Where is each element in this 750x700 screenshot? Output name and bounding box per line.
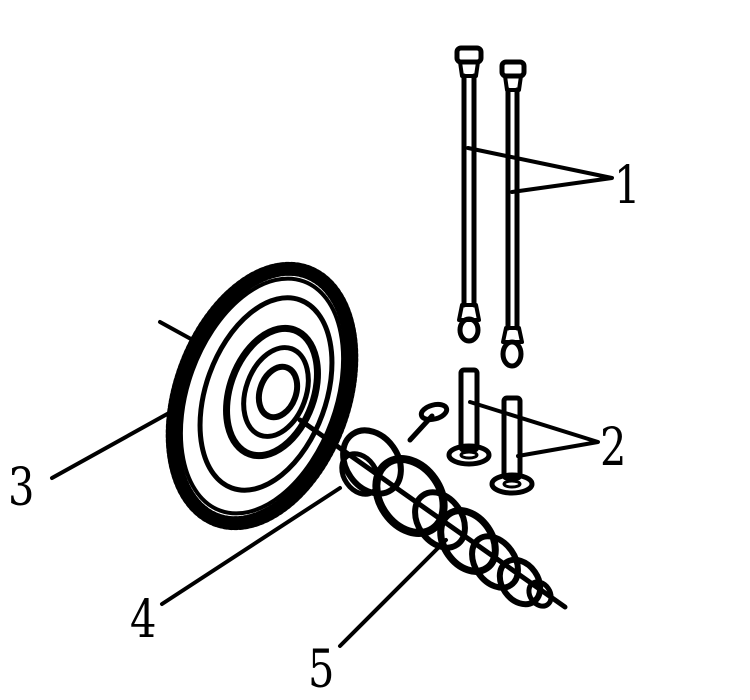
camshaft-gear: [165, 261, 359, 531]
push-rods: [454, 45, 527, 369]
leader-1: [466, 146, 614, 194]
push-rod-right: [499, 59, 527, 369]
leader-3-top: [158, 320, 202, 346]
callout-4-label: 4: [130, 590, 157, 650]
woodruff-key: [407, 401, 450, 443]
callout-2-label: 2: [600, 418, 627, 478]
leader-2: [468, 400, 600, 458]
tappet-right: [489, 395, 535, 496]
leader-3: [50, 406, 180, 480]
callout-5-label: 5: [308, 640, 335, 700]
push-rod-left: [454, 45, 484, 344]
tappets: [446, 367, 535, 496]
callout-1-label: 1: [614, 156, 641, 216]
leader-lines: [50, 146, 614, 648]
leader-4: [160, 486, 342, 606]
leader-5: [338, 538, 448, 648]
tappet-left: [446, 367, 492, 467]
camshaft: [297, 417, 568, 610]
exploded-diagram: [50, 45, 614, 648]
callout-3-label: 3: [8, 458, 35, 518]
